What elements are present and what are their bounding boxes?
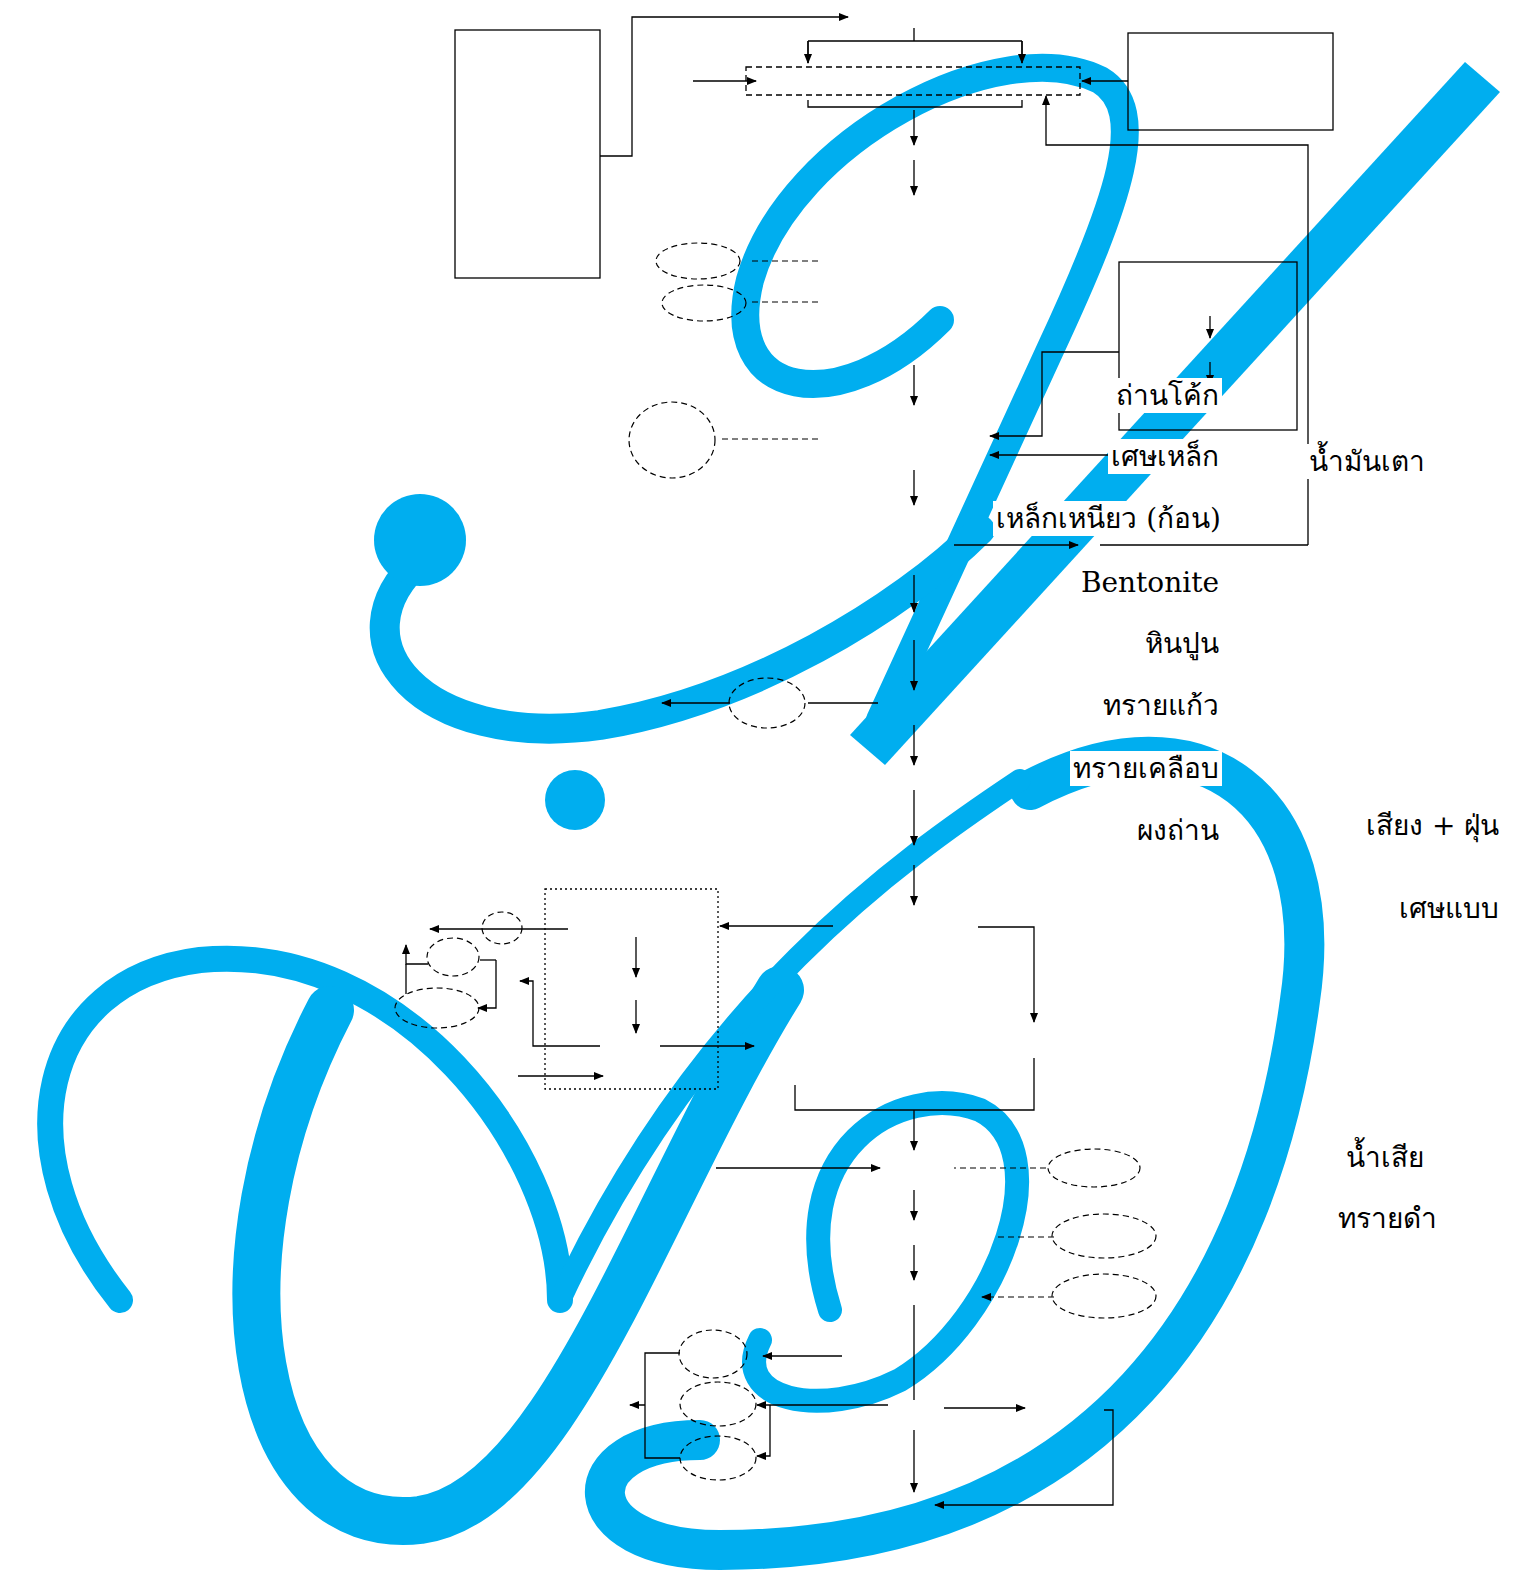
material-label: ทรายดำ xyxy=(1335,1201,1440,1236)
material-label: ทรายเคลือบ xyxy=(1070,751,1222,786)
material-label: Bentonite xyxy=(1078,565,1222,600)
material-label: ถ่านโค้ก xyxy=(1113,378,1222,413)
watermark-monogram xyxy=(50,68,1304,1550)
material-label: ทรายแก้ว xyxy=(1100,688,1222,723)
process-lines xyxy=(406,17,1333,1505)
watermark-fill xyxy=(374,62,1500,830)
material-label: ผงถ่าน xyxy=(1134,813,1222,848)
material-label: เศษเหล็ก xyxy=(1108,439,1222,474)
material-label: น้ำเสีย xyxy=(1343,1140,1427,1175)
material-label: หินปูน xyxy=(1142,626,1222,661)
material-label: น้ำมันเตา xyxy=(1306,444,1428,479)
dashed-callouts xyxy=(395,243,1156,1480)
material-label: เหล็กเหนียว (ก้อน) xyxy=(993,501,1224,536)
material-label: เศษแบบ xyxy=(1396,891,1502,926)
material-label: เสียง + ฝุ่น xyxy=(1363,808,1502,843)
